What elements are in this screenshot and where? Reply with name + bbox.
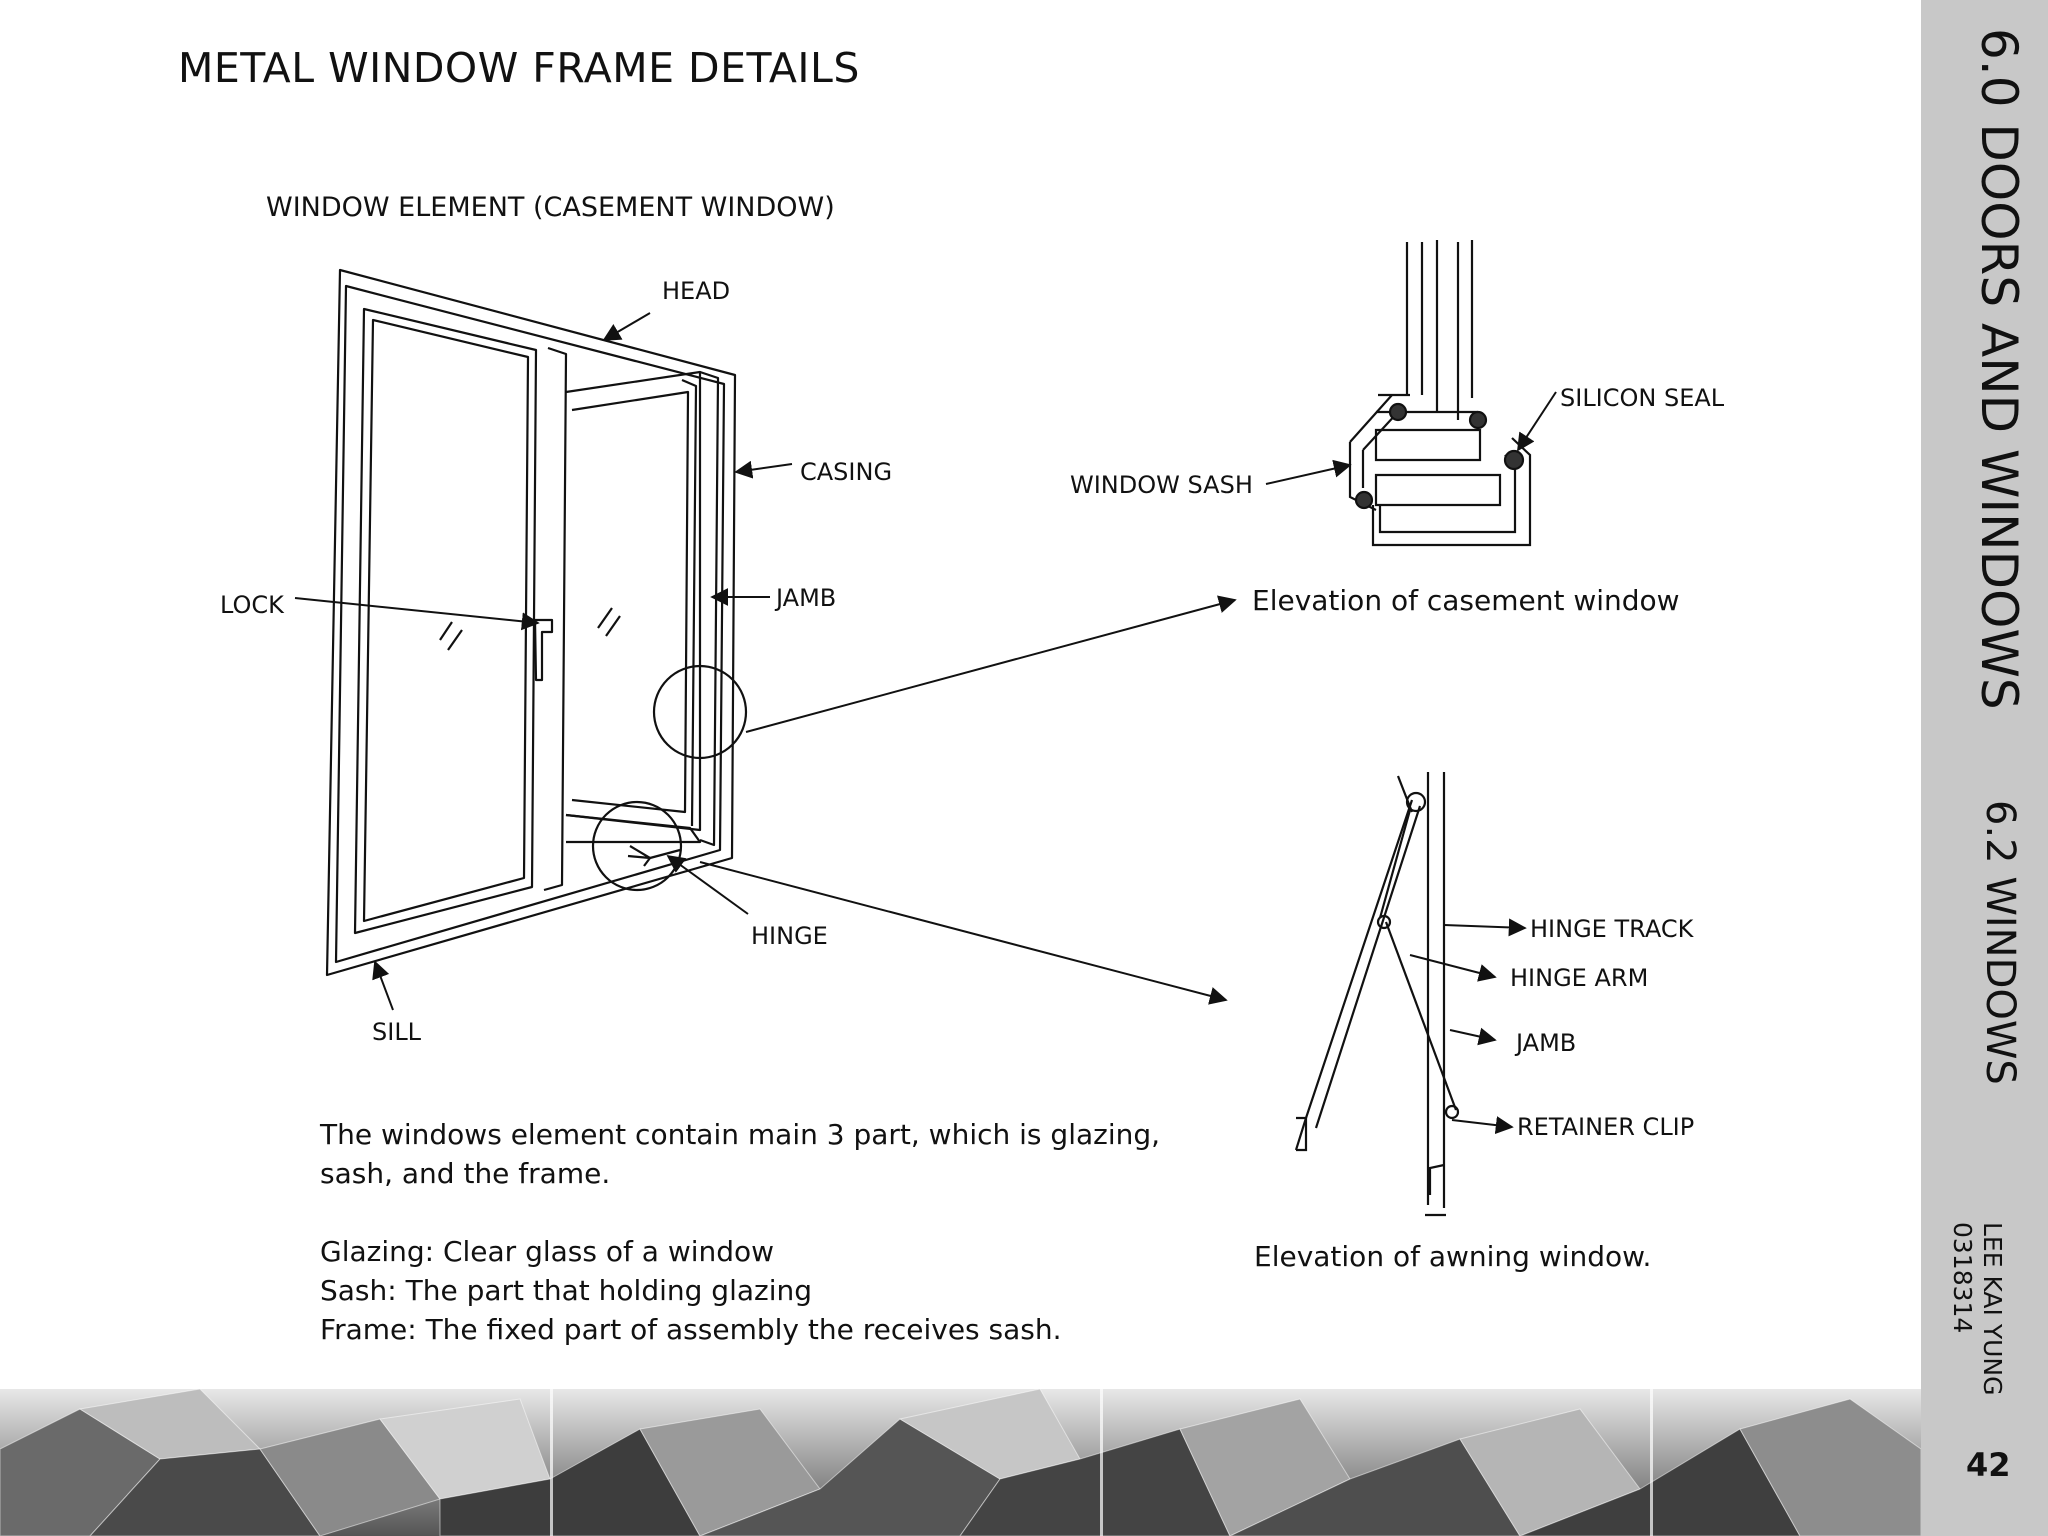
author-block: LEE KAI YUNG 0318314 [1947,1222,2007,1396]
window-sash-label: WINDOW SASH [1070,471,1253,499]
chapter-title: 6.0 DOORS AND WINDOWS [1970,28,2028,710]
casement-elevation-caption: Elevation of casement window [1252,584,1680,617]
silicon-seal-label: SILICON SEAL [1560,384,1725,412]
hinge-detail-circle [591,800,683,892]
description-frame: Frame: The fixed part of assembly the re… [320,1313,1062,1346]
author-id: 0318314 [1948,1222,1977,1334]
author-name: LEE KAI YUNG [1978,1222,2007,1396]
sidebar [1921,0,2048,1536]
lock-label: LOCK [220,591,284,619]
sill-label: SILL [372,1018,422,1046]
casement-window-drawing [294,240,1557,1217]
casing-label: CASING [800,458,893,486]
retainer-clip-label: RETAINER CLIP [1517,1113,1695,1141]
awning-elevation-caption: Elevation of awning window. [1254,1240,1652,1273]
page-title: METAL WINDOW FRAME DETAILS [178,44,860,92]
drawing-subtitle: WINDOW ELEMENT (CASEMENT WINDOW) [266,192,835,223]
hinge-arm-label: HINGE ARM [1510,964,1649,992]
jamb-label: JAMB [776,584,837,612]
head-label: HEAD [662,277,731,305]
awning-jamb-label: JAMB [1516,1029,1577,1057]
jamb-detail-circle [652,664,748,760]
description-glazing: Glazing: Clear glass of a window [320,1235,775,1268]
footer-decorative-band [0,1389,1921,1536]
casement-section-detail [1348,240,1532,547]
hinge-track-label: HINGE TRACK [1530,915,1694,943]
hinge-label: HINGE [751,922,828,950]
description-intro: The windows element contain main 3 part,… [320,1118,1161,1190]
page-number: 42 [1966,1446,2011,1484]
awning-section-detail [1294,772,1460,1217]
section-title: 6.2 WINDOWS [1977,800,2023,1085]
description-sash: Sash: The part that holding glazing [320,1274,812,1307]
lock-handle [533,618,554,682]
